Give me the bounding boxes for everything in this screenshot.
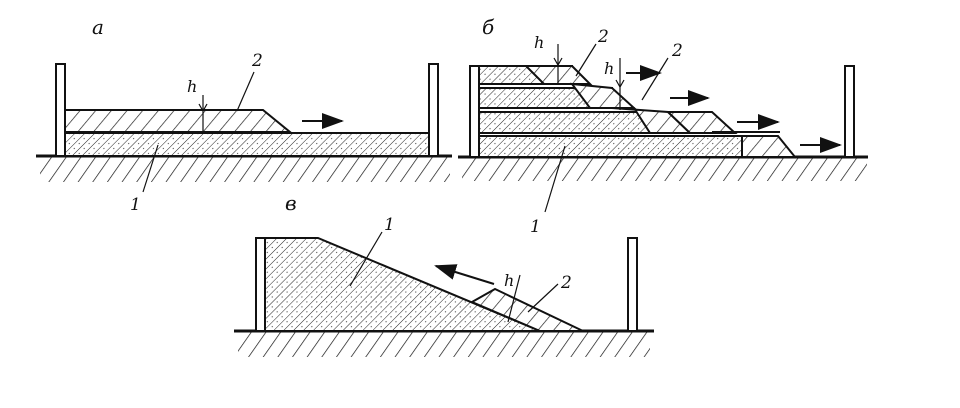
panel-a-h-label: h: [187, 77, 197, 96]
panel-v-h-label: h: [504, 271, 514, 290]
panel-b-ground-hatch: [462, 157, 867, 181]
panel-a-left-post: [55, 63, 66, 157]
panel-a-label: а: [92, 15, 104, 39]
panel-a-ground-hatch: [40, 156, 450, 182]
panel-a-layer-1-leader: [142, 144, 159, 193]
panel-v-label: в: [285, 191, 297, 215]
panel-b-layer-2-second-wedge: [569, 82, 637, 109]
panel-v-layer-1-label: 1: [384, 215, 395, 235]
panel-b-layer-2-leader-2: [641, 57, 669, 101]
panel-a-layer-1: [64, 132, 430, 157]
panel-a-h-tick-top: [198, 103, 208, 113]
panel-v-direction-arrow: [434, 264, 495, 285]
panel-v-layer-1: [264, 237, 541, 332]
panel-b-layer-2-bottom-wedge: [741, 135, 798, 158]
panel-v-layer-2-leader: [527, 283, 559, 313]
panel-a-right-post: [428, 63, 439, 157]
panel-b-h1-tick: [553, 57, 563, 67]
panel-b-layer-1-label: 1: [530, 217, 541, 237]
panel-a: а h 2 1: [36, 15, 452, 215]
panel-a-layer-1-label: 1: [130, 195, 141, 215]
panel-a-layer-2-label: 2: [251, 51, 263, 71]
panel-a-layer-2-leader: [236, 71, 255, 112]
panel-b: б h h 2 2 1: [458, 15, 868, 237]
panel-b-layer-2-leader-1: [575, 43, 597, 77]
panel-a-layer-2: [64, 109, 293, 133]
panel-b-layer-2-label-2: 2: [671, 41, 683, 61]
panel-b-layer-2-label-1: 2: [597, 27, 609, 47]
panel-b-h2-tick: [615, 79, 625, 89]
panel-b-left-post: [469, 65, 480, 158]
panel-b-layer-1-leader: [544, 145, 566, 213]
panel-b-h1-label: h: [534, 33, 544, 52]
panel-b-label: б: [482, 15, 495, 39]
panel-b-layer-1-bottom: [478, 135, 743, 158]
panel-v-layer-1-leader: [349, 231, 383, 287]
panel-v-layer-2: [469, 287, 584, 332]
panel-v: в h 1 2: [234, 191, 654, 357]
panel-v-h-dimension: [507, 274, 521, 323]
panel-v-layer-2-label: 2: [560, 273, 572, 293]
panel-b-h2-label: h: [604, 59, 614, 78]
panel-v-left-post: [255, 237, 266, 332]
panel-v-ground-hatch: [238, 331, 650, 357]
panel-b-right-post: [844, 65, 855, 158]
panel-v-right-post: [627, 237, 638, 332]
